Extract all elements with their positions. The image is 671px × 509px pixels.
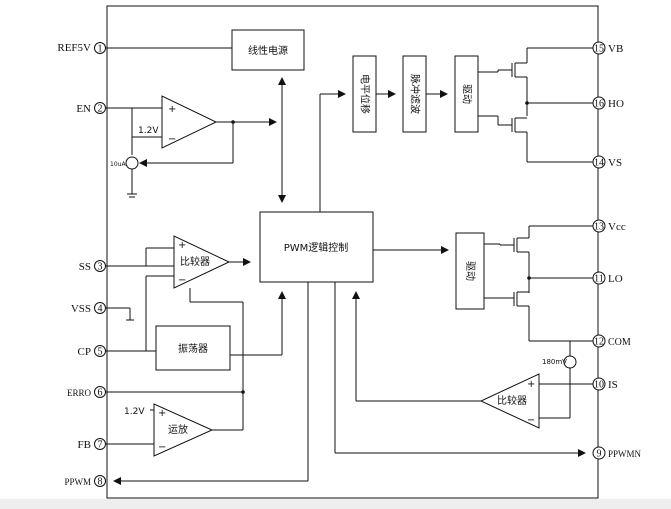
pin-vs-label: VS [608, 157, 622, 169]
error-op-amp-label: 运放 [168, 423, 188, 436]
linear-supply-label: 线性电源 [248, 44, 288, 57]
driver-high-label: 驱动 [461, 84, 473, 104]
pin-vcc-number: 13 [594, 222, 604, 233]
pulse-filter-label: 脉冲滤波 [409, 74, 422, 114]
pin-vb: 15 VB [592, 41, 623, 55]
is-comparator-minus: − [527, 415, 535, 426]
pwm-logic-label: PWM逻辑控制 [284, 241, 349, 254]
is-comparator: + − 比较器 [479, 373, 540, 429]
pwm-logic-block [259, 211, 374, 283]
pin-fb-number: 7 [98, 440, 103, 451]
is-comparator-plus: + [527, 379, 535, 390]
pin-vb-number: 15 [594, 44, 604, 55]
pin-lo: 11 LO [592, 271, 623, 285]
pin-com-number: 12 [594, 337, 604, 348]
pin-com: 12 COM [592, 334, 631, 348]
pin-fb: FB 7 [78, 438, 106, 451]
pin-is: 10 IS [592, 377, 618, 391]
pin-ppwm: PPWM 8 [64, 475, 106, 488]
pin-cp: CP 5 [78, 345, 106, 358]
oscillator-label: 振荡器 [178, 342, 208, 355]
pin-cp-number: 5 [98, 347, 103, 358]
driver-low-block [455, 232, 485, 310]
pin-ref5v: REF5V 1 [57, 42, 106, 55]
pin-vs: 14 VS [592, 155, 622, 169]
high-side-mosfets-icon [478, 48, 528, 162]
pin-ppwm-number: 8 [98, 477, 103, 488]
pin-ss: SS 3 [79, 260, 106, 273]
bottom-strip [0, 499, 671, 509]
ss-comparator-plus: + [178, 240, 186, 251]
current-source-label: 10uA [110, 161, 126, 168]
pin-ss-number: 3 [98, 262, 103, 273]
linear-supply-block [231, 29, 305, 71]
pin-lo-label: LO [608, 273, 623, 285]
driver-high-block [454, 55, 479, 133]
error-op-amp-plus: + [158, 408, 166, 419]
pin-com-label: COM [608, 337, 631, 348]
driver-low-label: 驱动 [464, 261, 476, 281]
pin-ppwmn: 9 PPWMN [592, 446, 642, 460]
error-op-amp: + − 运放 [153, 403, 214, 457]
pin-erro-number: 6 [98, 388, 103, 399]
pin-is-label: IS [608, 379, 618, 391]
low-side-mosfets-icon [484, 226, 530, 341]
pin-vcc-label: Vcc [608, 221, 626, 233]
fb-ref-label: 1.2V [124, 407, 145, 417]
error-op-amp-minus: − [158, 442, 166, 453]
pin-ppwmn-number: 9 [597, 449, 602, 460]
chip-outline [106, 5, 599, 499]
pin-erro: ERRO 6 [67, 386, 106, 399]
pin-ho: 16 HO [592, 96, 624, 110]
pin-vb-label: VB [608, 43, 623, 55]
oscillator-block [155, 325, 231, 371]
ss-comparator: + − 比较器 [173, 235, 231, 289]
pin-vss-number: 4 [98, 304, 103, 315]
ss-comparator-label: 比较器 [180, 255, 210, 268]
level-shift-label: 电平位移 [359, 74, 372, 114]
pin-ppwmn-label: PPWMN [608, 449, 642, 459]
en-comparator-minus: − [168, 134, 176, 145]
pin-vss-label: VSS [71, 303, 91, 315]
en-comparator: + − [161, 95, 218, 149]
pin-ho-label: HO [608, 98, 624, 110]
pin-ho-number: 16 [594, 99, 604, 110]
pin-erro-label: ERRO [67, 388, 92, 398]
pin-en-number: 2 [98, 104, 103, 115]
pin-ss-label: SS [79, 261, 91, 273]
pin-vss: VSS 4 [71, 302, 106, 315]
pin-lo-number: 11 [594, 274, 604, 285]
pin-vs-number: 14 [594, 158, 604, 169]
pin-is-number: 10 [594, 380, 604, 391]
pin-en: EN 2 [76, 102, 106, 115]
is-ref-label: 180mV [542, 358, 567, 366]
pin-vcc: 13 Vcc [592, 219, 626, 233]
pin-en-label: EN [76, 103, 91, 115]
pin-ppwm-label: PPWM [64, 477, 91, 487]
en-comparator-plus: + [168, 104, 176, 115]
pin-cp-label: CP [78, 346, 91, 358]
pin-fb-label: FB [78, 439, 91, 451]
ss-comparator-minus: − [178, 275, 186, 286]
pin-ref5v-number: 1 [98, 44, 103, 55]
pin-ref5v-label: REF5V [57, 42, 91, 54]
current-source-icon [125, 156, 139, 170]
is-comparator-label: 比较器 [497, 394, 527, 407]
en-ref-label: 1.2V [138, 126, 159, 136]
